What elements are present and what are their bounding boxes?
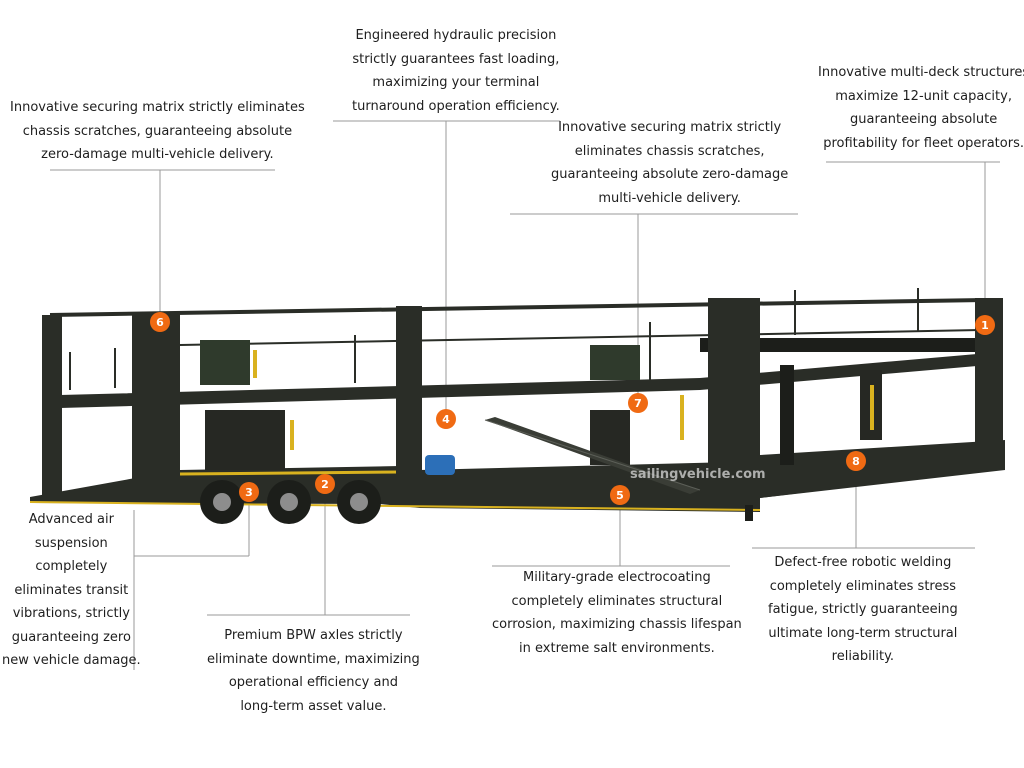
callout-8-line: fatigue, strictly guaranteeing xyxy=(768,602,958,617)
callout-3: Advanced air suspension completely elimi… xyxy=(2,508,141,673)
callout-7-line: multi-vehicle delivery. xyxy=(598,190,741,206)
callout-8-line: ultimate long-term structural xyxy=(768,625,958,641)
callout-2-line: operational efficiency and xyxy=(228,675,398,690)
callout-6-line: Innovative securing matrix strictly elim… xyxy=(10,100,305,115)
wheel-set xyxy=(200,480,381,524)
callout-7: Innovative securing matrix strictly elim… xyxy=(551,116,788,210)
svg-text:3: 3 xyxy=(245,486,253,499)
callout-1-line: profitability for fleet operators. xyxy=(823,135,1024,151)
callout-4-line: strictly guarantees fast loading, xyxy=(352,51,560,67)
callout-3-line: completely xyxy=(35,559,108,574)
callout-8-line: reliability. xyxy=(831,649,895,664)
callout-2-line: long-term asset value. xyxy=(240,698,387,714)
svg-text:2: 2 xyxy=(321,478,329,491)
trailer-structure xyxy=(29,288,1005,524)
marker-6: 6 xyxy=(150,312,170,332)
callout-1-line: guaranteeing absolute xyxy=(849,112,998,127)
callout-3-line: suspension xyxy=(34,535,108,551)
callout-5-line: in extreme salt environments. xyxy=(519,640,715,656)
callout-7-line: guaranteeing absolute zero-damage xyxy=(551,167,789,182)
callout-3-line: Advanced air xyxy=(28,512,114,527)
svg-text:8: 8 xyxy=(852,455,860,468)
marker-7: 7 xyxy=(628,393,648,413)
callout-3-line: new vehicle damage. xyxy=(2,653,141,668)
callout-2: Premium BPW axles strictly eliminate dow… xyxy=(207,624,420,718)
hydraulic-motor xyxy=(425,455,455,475)
callout-5: Military-grade electrocoating completely… xyxy=(492,566,742,660)
svg-text:5: 5 xyxy=(616,489,624,502)
marker-4: 4 xyxy=(436,409,456,429)
svg-text:7: 7 xyxy=(634,397,642,410)
callout-6-line: zero-damage multi-vehicle delivery. xyxy=(41,147,274,162)
callout-4: Engineered hydraulic precision strictly … xyxy=(352,24,560,118)
svg-text:1: 1 xyxy=(981,319,989,332)
svg-text:4: 4 xyxy=(442,413,450,426)
callout-3-line: eliminates transit xyxy=(14,582,129,598)
marker-1: 1 xyxy=(975,315,995,335)
marker-5: 5 xyxy=(610,485,630,505)
marker-2: 2 xyxy=(315,474,335,494)
callout-2-line: Premium BPW axles strictly xyxy=(224,628,403,643)
callout-7-line: Innovative securing matrix strictly xyxy=(558,120,782,135)
callout-8: Defect-free robotic welding completely e… xyxy=(768,551,958,669)
callout-1-line: Innovative multi-deck structures xyxy=(818,65,1024,80)
callout-3-line: vibrations, strictly xyxy=(12,606,130,621)
callout-8-line: Defect-free robotic welding xyxy=(774,555,952,570)
callout-5-line: Military-grade electrocoating xyxy=(523,570,711,585)
marker-3: 3 xyxy=(239,482,259,502)
callout-3-line: guaranteeing zero xyxy=(11,629,131,645)
callout-5-line: corrosion, maximizing chassis lifespan xyxy=(492,617,742,632)
callout-6-line: chassis scratches, guaranteeing absolute xyxy=(22,123,293,139)
callout-4-line: maximizing your terminal xyxy=(372,75,540,90)
marker-8: 8 xyxy=(846,451,866,471)
callout-7-line: eliminates chassis scratches, xyxy=(574,143,765,159)
callout-4-line: Engineered hydraulic precision xyxy=(355,28,557,43)
callout-6: Innovative securing matrix strictly elim… xyxy=(10,96,305,167)
callout-5-line: completely eliminates structural xyxy=(511,593,723,609)
callout-8-line: completely eliminates stress xyxy=(769,578,957,594)
callout-1-line: maximize 12-unit capacity, xyxy=(835,88,1012,104)
watermark: sailingvehicle.com xyxy=(630,467,766,482)
callout-2-line: eliminate downtime, maximizing xyxy=(207,651,420,667)
callout-1: Innovative multi-deck structures maximiz… xyxy=(818,61,1024,155)
callout-4-line: turnaround operation efficiency. xyxy=(352,98,560,114)
svg-text:6: 6 xyxy=(156,316,164,329)
